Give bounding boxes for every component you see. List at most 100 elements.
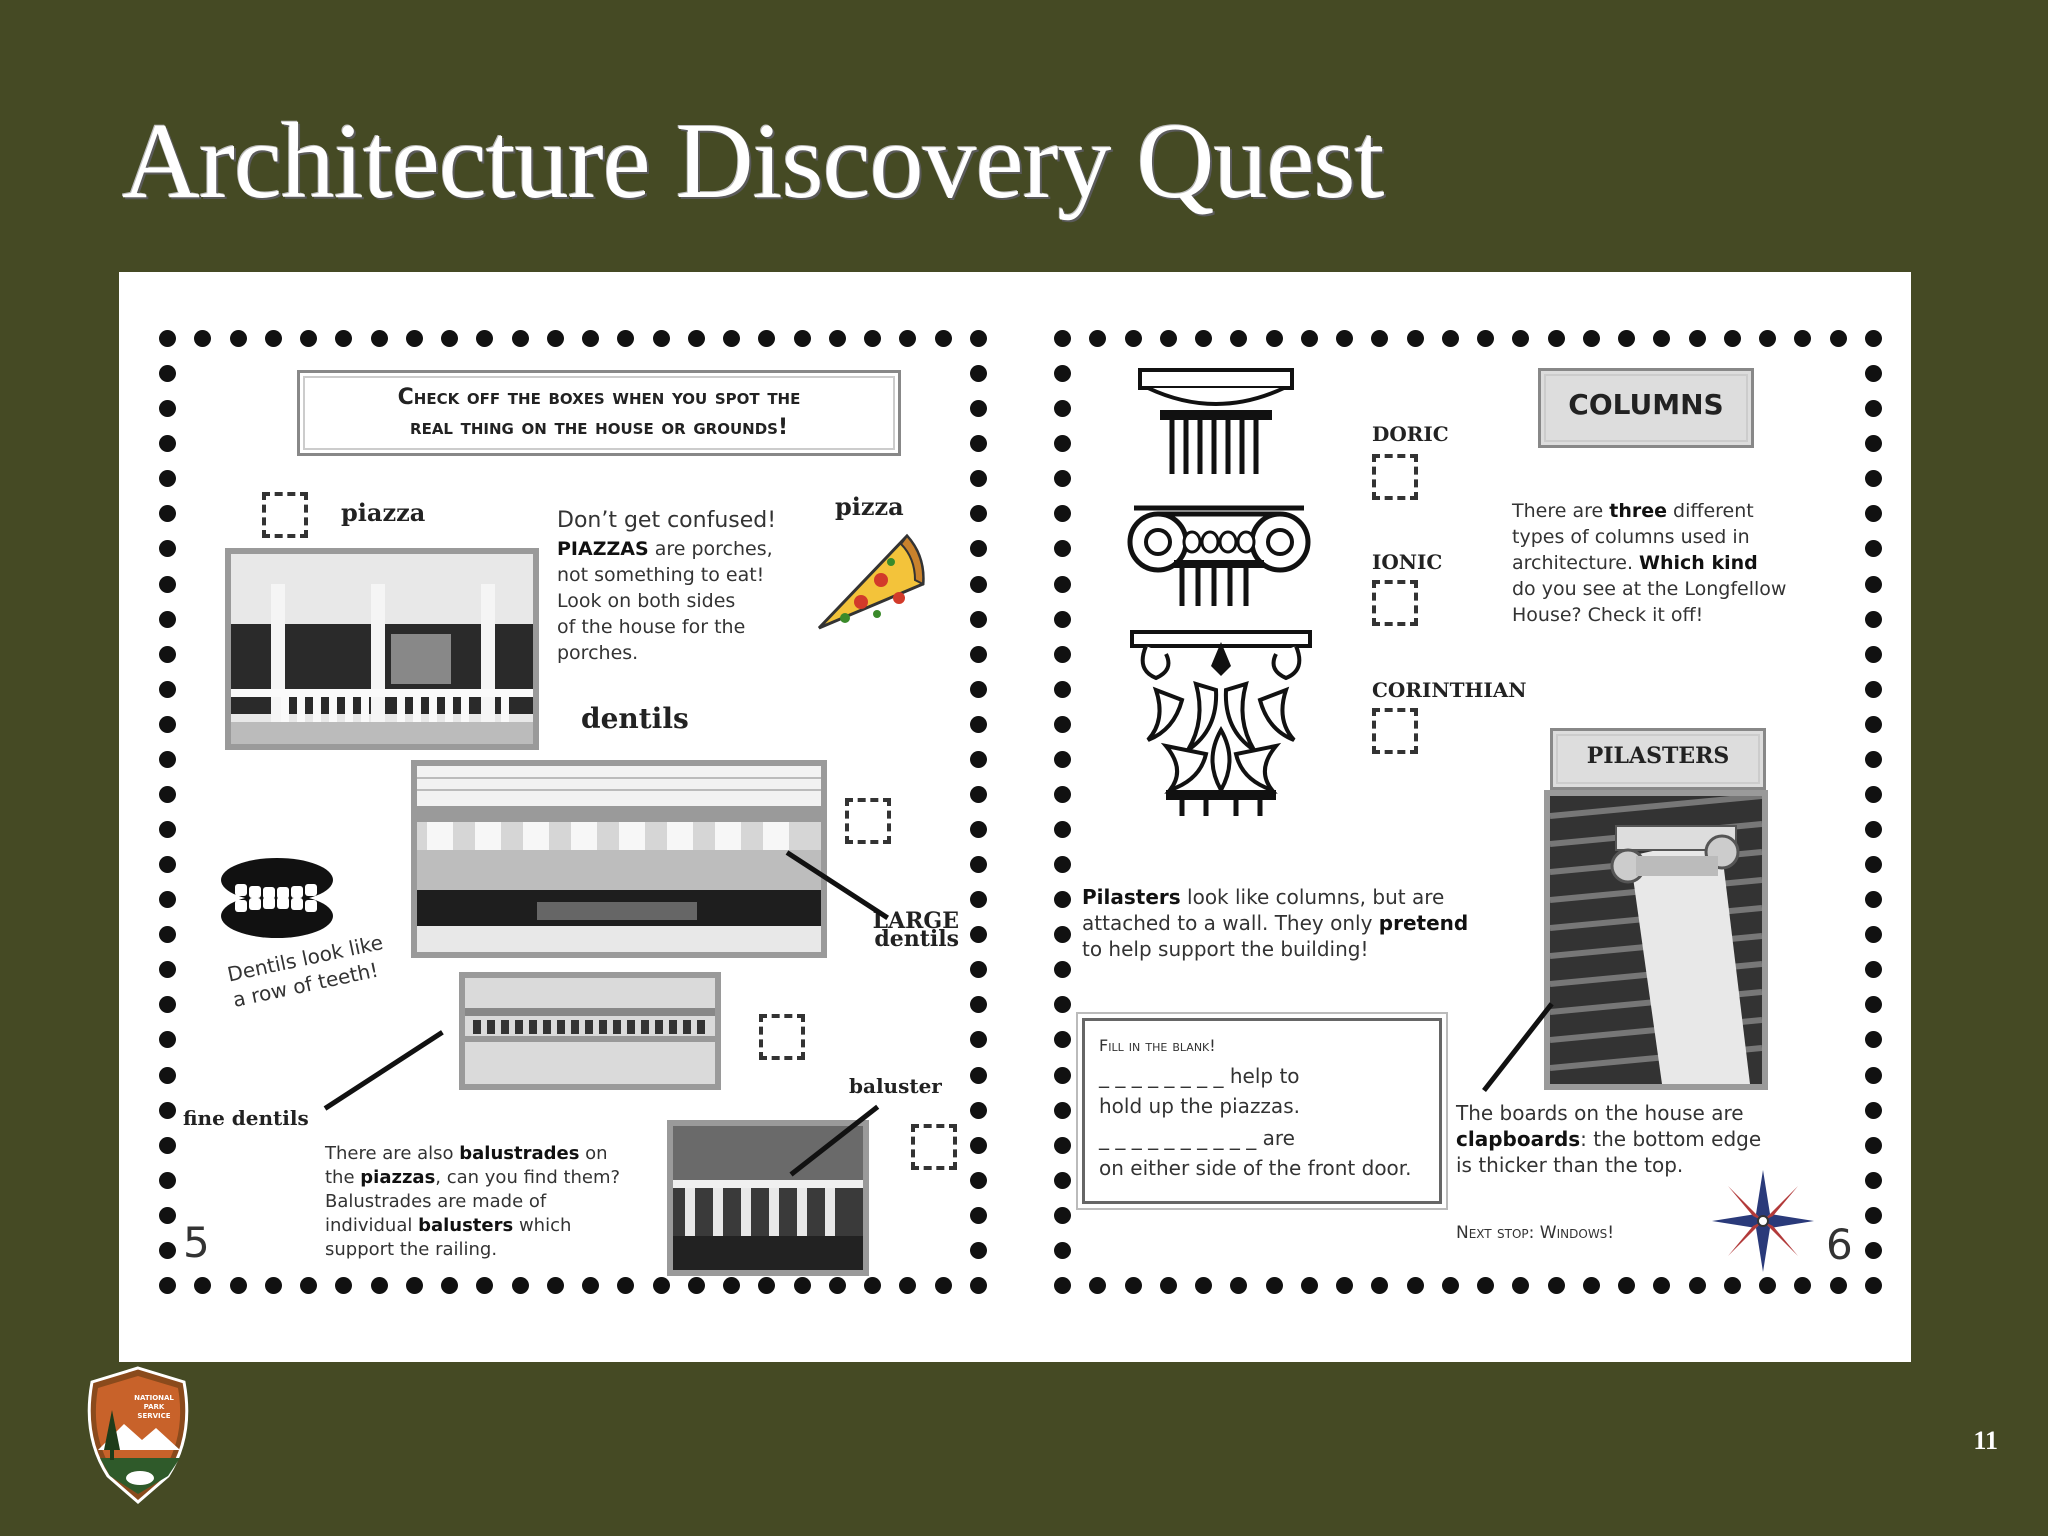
border-dot (1865, 470, 1882, 488)
piazza-checkbox[interactable] (262, 492, 308, 538)
ionic-checkbox[interactable] (1372, 580, 1418, 626)
border-dot (1759, 1277, 1777, 1294)
bal-b2: piazzas (360, 1167, 436, 1188)
border-dot (159, 856, 176, 874)
pizza-label: pizza (835, 492, 904, 521)
border-dot (582, 330, 600, 347)
pilasters-heading-text: PILASTERS (1586, 743, 1730, 769)
border-dot (970, 365, 987, 383)
confused-intro: Don’t get confused! (557, 508, 777, 533)
border-dot (264, 1277, 282, 1294)
doric-checkbox[interactable] (1372, 454, 1418, 500)
doric-capital-icon (1138, 368, 1294, 474)
border-dot (970, 715, 987, 733)
border-dot (970, 645, 987, 663)
next-stop: Next stop: Windows! (1456, 1223, 1615, 1243)
border-dot (970, 400, 987, 418)
border-dot (1054, 330, 1071, 347)
border-dot (1054, 470, 1071, 488)
border-dot (1618, 330, 1636, 347)
border-dot (970, 435, 987, 453)
border-dot (405, 1277, 423, 1294)
instructions-line-2: real thing on the house or grounds! (410, 415, 788, 440)
border-dot (1054, 1136, 1071, 1154)
clap-b1: clapboards (1456, 1127, 1581, 1151)
border-dot (1159, 330, 1177, 347)
slide-title: Architecture Discovery Quest (122, 102, 1385, 221)
border-dot (1441, 330, 1459, 347)
border-dot (159, 435, 176, 453)
border-dot (159, 1241, 176, 1259)
border-dot (617, 1277, 635, 1294)
border-dot (159, 1206, 176, 1224)
border-dot (970, 821, 987, 839)
border-dot (934, 1277, 952, 1294)
dotted-border (159, 330, 987, 1294)
right-page: DORIC IONIC CORINTHIAN COLUMNS There are… (1054, 330, 1882, 1294)
col-b2: Which kind (1639, 552, 1758, 574)
fill-title: Fill in the blank! (1099, 1036, 1216, 1055)
fill-row-2: hold up the piazzas. (1099, 1094, 1300, 1118)
border-dot (1406, 1277, 1424, 1294)
bal-b3: balusters (418, 1215, 514, 1236)
border-dot (1195, 1277, 1213, 1294)
ionic-capital-icon (1127, 505, 1311, 606)
confused-line-3: Look on both sides (557, 590, 736, 612)
border-dot (1371, 330, 1389, 347)
fill-row-1: _ _ _ _ _ _ _ _ help to (1099, 1063, 1300, 1089)
border-dot (1054, 435, 1071, 453)
fill-blank-1[interactable]: _ _ _ _ _ _ _ _ (1099, 1064, 1224, 1088)
piazza-label: piazza (341, 498, 426, 527)
border-dot (546, 1277, 564, 1294)
border-dot (159, 1066, 176, 1084)
border-dot (159, 505, 176, 523)
border-dot (1865, 1136, 1882, 1154)
baluster-photo (667, 1120, 869, 1276)
border-dot (1054, 750, 1071, 768)
bal-t3: the (325, 1167, 361, 1188)
border-dot (970, 996, 987, 1014)
left-page: Check off the boxes when you spot the re… (159, 330, 987, 1294)
logo-line-3: SERVICE (137, 1412, 170, 1420)
border-dot (335, 330, 353, 347)
border-dot (1865, 1241, 1882, 1259)
border-dot (970, 1241, 987, 1259)
border-dot (970, 1066, 987, 1084)
bal-t1: There are also (325, 1143, 460, 1164)
border-dot (1865, 610, 1882, 628)
border-dot (970, 750, 987, 768)
border-dot (1865, 1277, 1882, 1294)
border-dot (1794, 1277, 1812, 1294)
border-dot (1865, 715, 1882, 733)
border-dot (1336, 1277, 1354, 1294)
border-dot (970, 891, 987, 909)
border-dot (1054, 1277, 1071, 1294)
border-dot (970, 680, 987, 698)
columns-heading-text: COLUMNS (1568, 388, 1724, 421)
fill-row-3: _ _ _ _ _ _ _ _ _ _ are (1099, 1125, 1295, 1151)
border-dot (1582, 1277, 1600, 1294)
border-dot (1054, 891, 1071, 909)
border-dot (1054, 400, 1071, 418)
corinthian-checkbox[interactable] (1372, 708, 1418, 754)
border-dot (1865, 435, 1882, 453)
border-dot (1159, 1277, 1177, 1294)
border-dot (1300, 1277, 1318, 1294)
col-b1: three (1609, 500, 1667, 522)
border-dot (1230, 330, 1248, 347)
border-dot (1054, 365, 1071, 383)
fine-dentils-checkbox[interactable] (759, 1014, 805, 1060)
border-dot (1054, 540, 1071, 558)
confused-line-2: not something to eat! (557, 564, 765, 586)
dentils-word: dentils (874, 926, 959, 952)
slide-number: 11 (1973, 1426, 1998, 1455)
clap-t1: The boards on the house are (1456, 1101, 1744, 1125)
fill-blank-2[interactable]: _ _ _ _ _ _ _ _ _ _ (1099, 1126, 1257, 1150)
border-dot (687, 1277, 705, 1294)
border-dot (1054, 680, 1071, 698)
fill-t1: help to (1223, 1064, 1300, 1088)
baluster-checkbox[interactable] (911, 1124, 957, 1170)
doric-label: DORIC (1372, 422, 1449, 446)
large-dentils-checkbox[interactable] (845, 798, 891, 844)
col-t2: different (1667, 500, 1754, 522)
